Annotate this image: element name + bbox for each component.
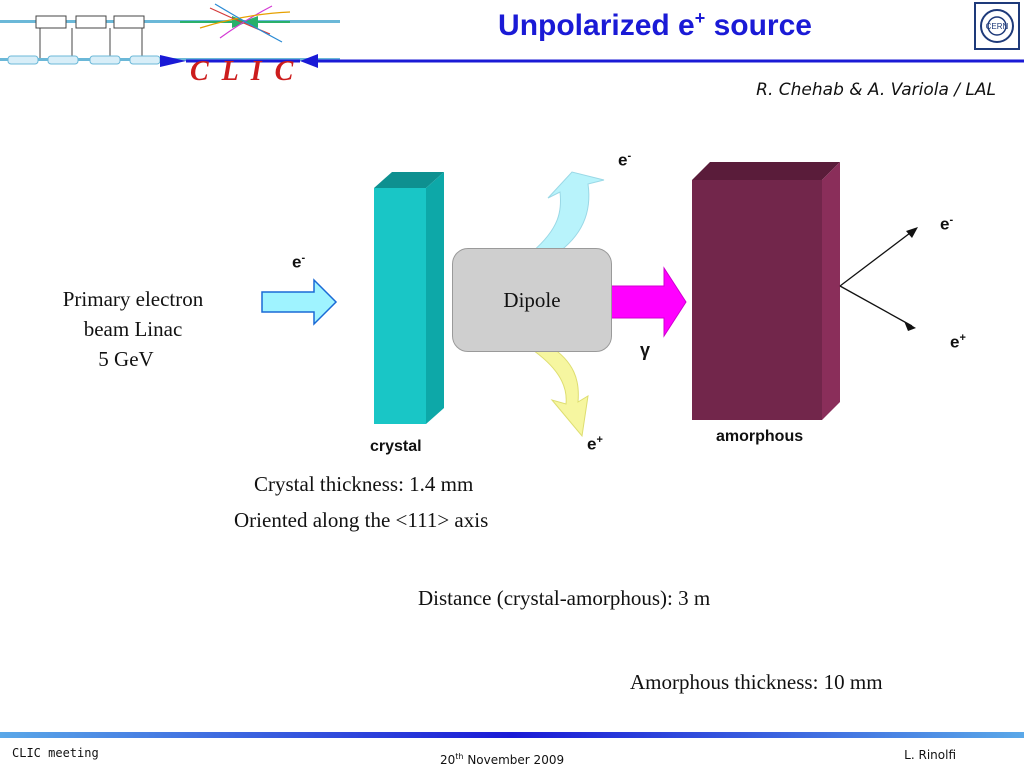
primary-line-2: beam Linac bbox=[83, 317, 183, 341]
deflected-electron-label: e- bbox=[618, 150, 632, 170]
primary-beam-label: Primary electron beam Linac 5 GeV bbox=[30, 284, 236, 374]
gamma-label: γ bbox=[640, 340, 651, 360]
crystal-thickness: Crystal thickness: 1.4 mm bbox=[254, 472, 474, 496]
collision-burst-icon bbox=[180, 3, 291, 43]
footer-presenter: L. Rinolfi bbox=[904, 748, 956, 762]
dipole-label: Dipole bbox=[503, 287, 561, 312]
amorphous-thickness: Amorphous thickness: 10 mm bbox=[630, 670, 883, 694]
primary-line-1: Primary electron bbox=[62, 287, 204, 311]
slide-title: Unpolarized e+ source bbox=[498, 8, 812, 42]
authors: R. Chehab & A. Variola / LAL bbox=[756, 80, 996, 100]
gamma-arrow bbox=[607, 266, 687, 338]
header-graphics bbox=[0, 3, 1024, 68]
output-lines bbox=[839, 227, 918, 331]
amorphous-label: amorphous bbox=[716, 428, 804, 445]
footer-bar bbox=[0, 732, 1024, 738]
distance-text: Distance (crystal-amorphous): 3 m bbox=[418, 586, 711, 610]
crystal-orientation: Oriented along the <111> axis bbox=[234, 508, 489, 532]
amorphous-block bbox=[692, 162, 840, 420]
footer-meeting: CLIC meeting bbox=[12, 746, 99, 760]
primary-energy: 5 GeV bbox=[98, 347, 154, 371]
out-electron-label: e- bbox=[940, 214, 954, 234]
out-positron-label: e+ bbox=[950, 332, 966, 352]
incoming-beam-arrow bbox=[261, 278, 338, 326]
accelerator-schematic bbox=[0, 15, 1024, 68]
clic-logo: C L I C bbox=[190, 56, 297, 87]
crystal-block bbox=[374, 172, 444, 424]
crystal-label: crystal bbox=[370, 438, 422, 455]
cern-logo: CERN bbox=[974, 2, 1020, 50]
deflected-positron-arrow bbox=[528, 345, 589, 438]
footer-date: 20th November 2009 bbox=[440, 752, 565, 767]
deflected-positron-label: e+ bbox=[587, 434, 603, 454]
svg-text:CERN: CERN bbox=[986, 22, 1009, 31]
dipole-box: Dipole bbox=[452, 248, 612, 352]
cern-logo-icon: CERN bbox=[980, 9, 1014, 43]
deflected-electron-arrow bbox=[530, 171, 605, 255]
incoming-electron-label: e- bbox=[292, 252, 306, 272]
